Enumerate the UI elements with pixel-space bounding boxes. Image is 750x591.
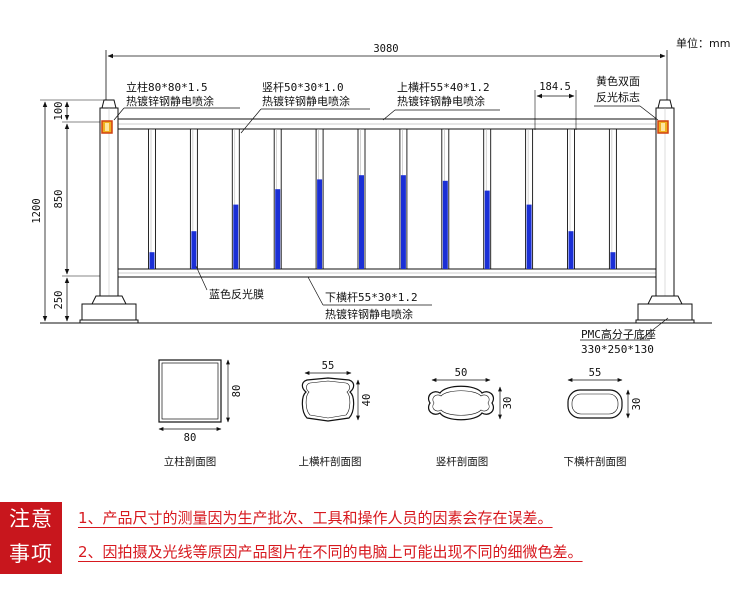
callout-reflector: 黄色双面 反光标志 (594, 74, 659, 121)
section-top-rail-width: 55 (322, 360, 335, 372)
callout-blue-film: 蓝色反光膜 (195, 265, 264, 301)
vertical-bar (483, 128, 492, 270)
blue-reflective-film (400, 175, 406, 269)
left-reflector (101, 120, 113, 134)
vertical-bar (357, 128, 366, 270)
callout-bottom-rail: 下横杆55*30*1.2 热镀锌钢静电喷涂 (307, 276, 432, 321)
height-middle-value: 850 (53, 190, 65, 209)
blue-reflective-film (317, 179, 323, 269)
blue-reflective-film (191, 231, 197, 269)
vertical-bar (189, 128, 198, 270)
total-length-value: 3080 (373, 43, 398, 55)
blue-reflective-film (233, 204, 239, 269)
blue-reflective-film (442, 180, 448, 269)
reflector-label-line2: 反光标志 (596, 90, 640, 104)
height-top-value: 100 (53, 102, 65, 121)
unit-label: 单位：mm (676, 36, 730, 50)
blue-reflective-film (610, 252, 616, 269)
total-length-dimension: 3080 (105, 43, 668, 100)
top-rail (113, 118, 661, 130)
vertical-bar (567, 128, 575, 270)
callout-top-rail: 上横杆55*40*1.2 热镀锌钢静电喷涂 (382, 80, 500, 121)
blue-reflective-film (526, 204, 532, 269)
section-top-rail-height: 40 (361, 394, 373, 407)
vertical-bar (315, 128, 324, 270)
section-top-rail-caption: 上横杆剖面图 (299, 455, 362, 468)
bottom-rail (113, 268, 661, 278)
bar-spacing-dimension: 184.5 (534, 81, 577, 130)
notice-tag-line1: 注意 (9, 507, 53, 531)
right-reflector (657, 120, 669, 134)
section-vertical: 50 30 竖杆剖面图 (428, 367, 514, 468)
vertical-bar (441, 128, 450, 270)
base-spec-label: PMC高分子底座 (581, 327, 656, 341)
notice-item-2: 2、因拍摄及光线等原因产品图片在不同的电脑上可能出现不同的细微色差。 (78, 543, 583, 561)
vertical-bar (608, 128, 617, 270)
vertical-bar (273, 128, 282, 270)
vertical-bar (525, 128, 534, 270)
bottom-rail-spec-label: 下横杆55*30*1.2 (325, 290, 418, 304)
top-rail-spec-label: 上横杆55*40*1.2 (397, 80, 490, 94)
callout-vertical: 竖杆50*30*1.0 热镀锌钢静电喷涂 (240, 80, 370, 134)
blue-reflective-film (484, 190, 490, 269)
section-bottom-rail-caption: 下横杆剖面图 (564, 455, 627, 468)
section-vertical-caption: 竖杆剖面图 (436, 455, 489, 468)
section-post-caption: 立柱剖面图 (164, 455, 217, 468)
top-rail-finish-label: 热镀锌钢静电喷涂 (397, 94, 485, 108)
section-bottom-rail-width: 55 (589, 367, 602, 379)
section-post-height: 80 (231, 385, 243, 398)
height-dimensions: 1200 100 850 250 (31, 99, 104, 324)
notice-item-1: 1、产品尺寸的测量因为生产批次、工具和操作人员的因素会存在误差。 (78, 509, 553, 527)
notice-tag: 注意 事项 (0, 502, 62, 574)
section-post-width: 80 (184, 432, 197, 444)
spacing-value: 184.5 (539, 81, 571, 93)
height-bottom-value: 250 (53, 291, 65, 310)
blue-film-label: 蓝色反光膜 (209, 287, 264, 301)
post-spec-label: 立柱80*80*1.5 (126, 80, 208, 94)
section-top-rail: 55 40 上横杆剖面图 (299, 360, 374, 468)
right-post (635, 99, 695, 324)
callout-base: PMC高分子底座 330*250*130 (580, 317, 669, 356)
callout-post: 立柱80*80*1.5 热镀锌钢静电喷涂 (113, 80, 240, 121)
vertical-spec-label: 竖杆50*30*1.0 (262, 80, 344, 94)
bottom-rail-finish-label: 热镀锌钢静电喷涂 (325, 307, 413, 321)
notice-panel: 注意 事项 1、产品尺寸的测量因为生产批次、工具和操作人员的因素会存在误差。 2… (0, 500, 750, 580)
blue-reflective-film (568, 231, 574, 269)
vertical-bars (148, 128, 617, 270)
height-total-value: 1200 (31, 198, 43, 223)
blue-reflective-film (149, 252, 155, 269)
vertical-bar (399, 128, 408, 270)
notice-tag-line2: 事项 (9, 542, 53, 566)
section-post: 80 80 立柱剖面图 (158, 359, 243, 468)
reflector-label-line1: 黄色双面 (596, 74, 640, 88)
post-finish-label: 热镀锌钢静电喷涂 (126, 94, 214, 108)
section-vertical-height: 30 (502, 397, 514, 410)
blue-reflective-film (359, 175, 364, 269)
section-bottom-rail: 55 30 下横杆剖面图 (564, 367, 644, 468)
guardrail-drawing: 单位：mm 3080 1200 100 850 250 (31, 36, 730, 468)
blue-reflective-film (275, 189, 281, 269)
base-size-label: 330*250*130 (581, 343, 654, 356)
vertical-finish-label: 热镀锌钢静电喷涂 (262, 94, 350, 108)
section-bottom-rail-height: 30 (631, 398, 643, 411)
section-vertical-width: 50 (455, 367, 468, 379)
vertical-bar (148, 128, 156, 270)
vertical-bar (231, 128, 240, 270)
left-post (79, 99, 139, 324)
